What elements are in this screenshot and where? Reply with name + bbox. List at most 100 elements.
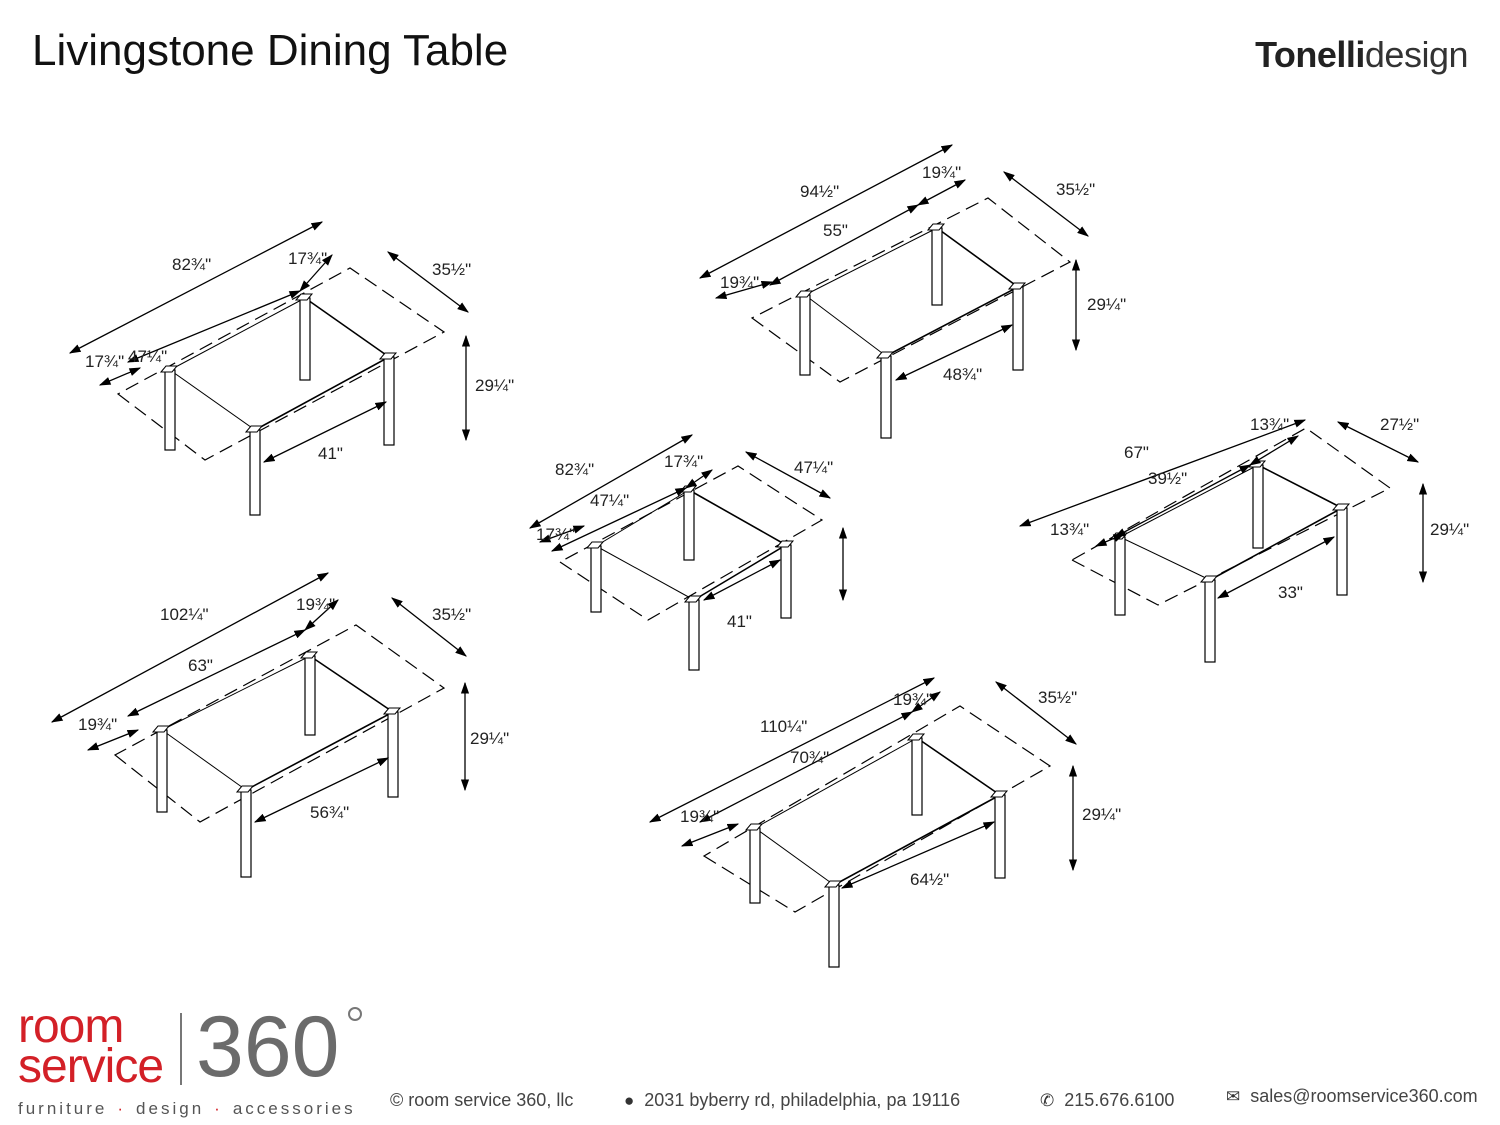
middle-length-label: 63": [188, 656, 213, 675]
table-leg-3-cap: [378, 352, 398, 360]
table-leg-4: [828, 884, 840, 968]
phone-text[interactable]: 215.676.6100: [1064, 1090, 1175, 1110]
depth-arrow: [995, 681, 1077, 745]
table-leg-2: [299, 297, 311, 381]
table-leg-2: [931, 227, 943, 306]
table-leg-3: [1336, 507, 1348, 596]
frame-rail-right: [309, 655, 394, 713]
frame-rail-left: [169, 369, 256, 431]
table-leg-1: [1114, 536, 1126, 616]
leg-spacing-arrow: [702, 559, 782, 601]
table-leg-3-cap: [775, 540, 795, 548]
email[interactable]: ✉ sales@roomservice360.com: [1226, 1086, 1478, 1107]
depth-label: 35½": [432, 605, 471, 624]
extension-left-arrow: [1094, 533, 1126, 547]
frame-rail-right: [916, 737, 1001, 796]
frame-rail-back: [1119, 464, 1259, 538]
envelope-icon: ✉: [1226, 1087, 1241, 1106]
extension-left-label: 17¾": [536, 525, 575, 544]
table-leg-4-cap: [244, 425, 264, 433]
table-leg-2: [911, 737, 923, 816]
glass-top-outline: [116, 267, 446, 461]
logo-word-room: room: [18, 1000, 124, 1053]
leg-spacing-label: 41": [727, 612, 752, 631]
extension-left-arrow: [714, 280, 774, 300]
depth-label: 35½": [1038, 688, 1077, 707]
extension-left-label: 19¾": [78, 715, 117, 734]
tagline-design: design: [136, 1099, 205, 1118]
copyright: © room service 360, llc: [390, 1090, 574, 1110]
email-text[interactable]: sales@roomservice360.com: [1250, 1086, 1478, 1106]
table-leg-4-cap: [235, 785, 255, 793]
leg-spacing-label: 41": [318, 444, 343, 463]
table-leg-1-cap: [744, 823, 764, 831]
middle-length-label: 55": [823, 221, 848, 240]
middle-length-arrow: [1113, 464, 1252, 538]
table-leg-3: [994, 794, 1006, 879]
table-diagram-c: 82¾"17¾"47¼"17¾"47¼"41": [528, 434, 848, 671]
glass-top-outline: [750, 197, 1072, 383]
leg-spacing-label: 64½": [910, 870, 949, 889]
address: ●2031 byberry rd, philadelphia, pa 19116: [624, 1090, 960, 1111]
frame-rail-left: [754, 827, 835, 886]
table-leg-1-cap: [159, 365, 179, 373]
depth-arrow: [1003, 171, 1089, 237]
table-leg-1-cap: [151, 725, 171, 733]
leg-spacing-arrow: [840, 821, 996, 889]
frame-rail-front: [885, 286, 1019, 357]
frame-rail-left: [161, 729, 247, 791]
table-leg-1: [164, 369, 176, 451]
table-leg-4-cap: [875, 351, 895, 359]
extension-right-arrow: [1248, 435, 1300, 466]
brand-name-light: design: [1364, 34, 1469, 75]
glass-top-outline: [702, 705, 1052, 913]
depth-label: 47¼": [794, 458, 833, 477]
middle-length-arrow: [768, 204, 920, 286]
table-leg-3-cap: [989, 790, 1009, 798]
leg-spacing-label: 33": [1278, 583, 1303, 602]
overall-length-arrow: [698, 144, 954, 279]
table-leg-1: [590, 545, 602, 613]
table-leg-3: [387, 711, 399, 798]
depth-label: 35½": [432, 260, 471, 279]
table-leg-4: [240, 789, 252, 878]
height-label: 29¼": [470, 729, 509, 748]
table-leg-1: [749, 827, 761, 904]
frame-rail-front: [245, 711, 394, 791]
room-service-360-logo: room service 360 furniture·design·access…: [18, 1000, 362, 1121]
frame-rail-left: [1119, 536, 1211, 581]
dimension-drawings: 82¾"17¾"47¼"17¾"35½"29¼"41"94½"19¾"55"19…: [50, 144, 1469, 968]
table-leg-2: [1252, 464, 1264, 549]
degree-mark-icon: [348, 1007, 362, 1021]
middle-length-label: 70¾": [790, 748, 829, 767]
page-title: Livingstone Dining Table: [32, 26, 509, 75]
table-leg-3: [1012, 286, 1024, 371]
middle-length-label: 47¼": [590, 491, 629, 510]
brand-name-bold: Tonelli: [1255, 34, 1365, 75]
phone[interactable]: ✆ 215.676.6100: [1040, 1090, 1174, 1111]
table-leg-4: [880, 355, 892, 439]
frame-rail-right: [304, 297, 390, 358]
leg-spacing-arrow: [262, 401, 388, 463]
extension-left-arrow: [538, 525, 586, 543]
table-leg-4: [688, 599, 700, 671]
middle-length-arrow: [698, 711, 914, 823]
phone-icon: ✆: [1040, 1091, 1055, 1110]
map-pin-icon: ●: [624, 1091, 635, 1110]
overall-length-arrow: [528, 434, 694, 529]
table-diagram-f: 110¼"19¾"70¾"19¾"35½"29¼"64½": [648, 677, 1121, 968]
middle-length-label: 47¼": [128, 347, 167, 366]
extension-left-label: 19¾": [680, 807, 719, 826]
logo-divider: [180, 1013, 182, 1085]
extension-right-label: 19¾": [922, 163, 961, 182]
frame-rail-front: [693, 544, 787, 601]
leg-spacing-label: 48¾": [943, 365, 982, 384]
middle-length-arrow: [126, 290, 302, 363]
frame-rail-left: [595, 545, 695, 601]
extension-right-arrow: [299, 254, 333, 292]
frame-rail-right: [936, 227, 1019, 288]
middle-length-label: 39½": [1148, 469, 1187, 488]
table-leg-1-cap: [794, 290, 814, 298]
middle-length-arrow: [126, 629, 307, 717]
overall-length-arrow: [68, 221, 324, 354]
